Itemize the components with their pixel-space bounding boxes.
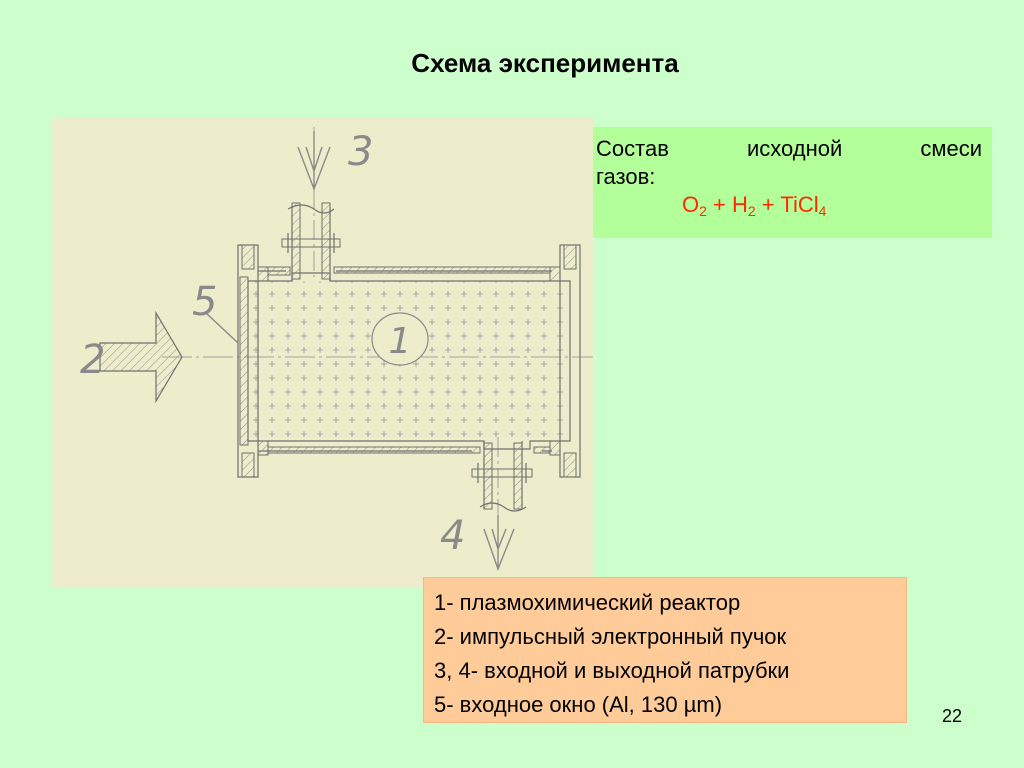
formula-ticl: TiCl: [780, 192, 819, 217]
reactor-schematic: 1 2 3 4 5: [80, 127, 593, 571]
slide-title: Схема эксперимента: [411, 48, 679, 78]
outlet-pipe: [471, 441, 533, 512]
reactor-drawing: 1 2 3 4 5: [52, 117, 593, 587]
composition-label-line2: газов:: [596, 164, 656, 189]
legend-item: 5- входное окно (Al, 130 µm): [434, 692, 723, 717]
label-2: 2: [80, 337, 105, 383]
formula-h: H: [732, 192, 748, 217]
formula-plus-2: +: [755, 192, 781, 217]
formula-plus-1: +: [706, 192, 732, 217]
legend-box: 1- плазмохимический реактор 2- импульсны…: [423, 577, 907, 723]
label-3: 3: [348, 129, 373, 175]
formula-h-sub: 2: [747, 203, 756, 219]
label-1: 1: [389, 321, 412, 362]
legend-item: 2- импульсный электронный пучок: [434, 624, 787, 649]
gas-formula: O2 + H2 + TiCl4: [596, 191, 982, 225]
label-4: 4: [440, 513, 465, 559]
formula-o-sub: 2: [699, 203, 707, 219]
legend-item: 3, 4- входной и выходной патрубки: [434, 658, 790, 683]
gas-composition-box: Состав исходной смеси газов: O2 + H2 + T…: [593, 127, 992, 238]
formula-o: O: [682, 192, 700, 217]
reactor-label: 1: [371, 312, 429, 366]
page-number: 22: [941, 706, 962, 726]
entrance-window: [205, 276, 249, 446]
formula-ticl-sub: 4: [818, 203, 827, 219]
electron-beam-arrow: [99, 310, 183, 404]
composition-label-line1: Состав исходной смеси: [596, 136, 982, 161]
label-5: 5: [192, 279, 217, 325]
inlet-pipe: [281, 202, 341, 281]
legend-item: 1- плазмохимический реактор: [434, 590, 741, 615]
